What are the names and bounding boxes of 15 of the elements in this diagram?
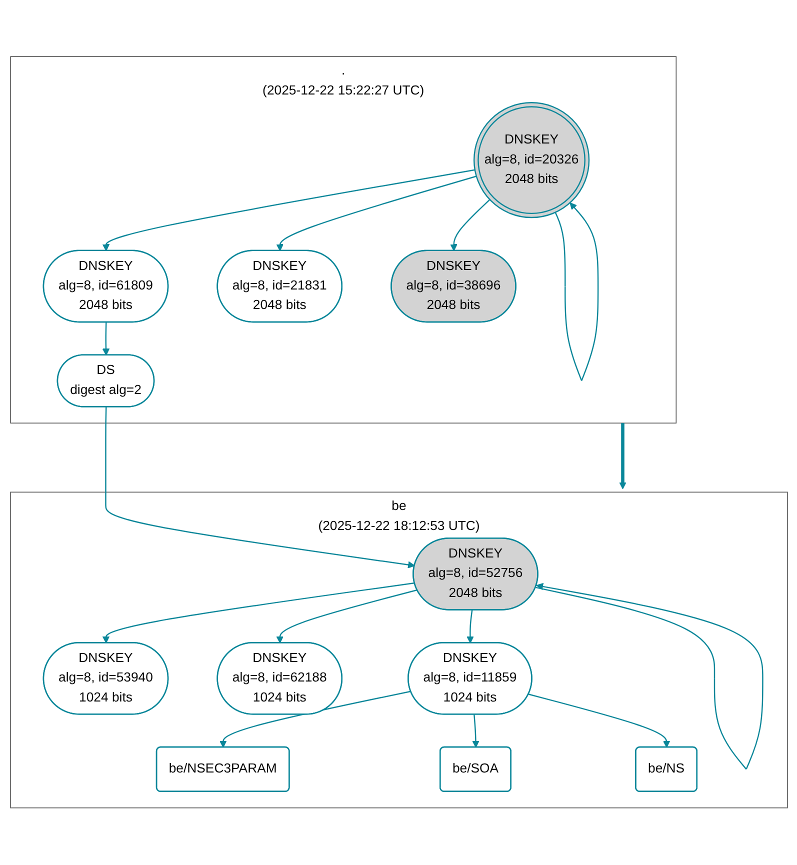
arrow bbox=[104, 407, 414, 569]
arrow bbox=[276, 176, 476, 252]
arrow bbox=[450, 199, 490, 252]
arrow bbox=[276, 590, 417, 644]
arrow bbox=[466, 610, 474, 644]
arrow bbox=[102, 582, 414, 644]
arrow bbox=[472, 714, 479, 748]
arrow bbox=[535, 583, 763, 770]
arrow bbox=[554, 202, 598, 382]
arrow bbox=[102, 170, 475, 252]
arrow bbox=[218, 691, 410, 748]
arrow bbox=[528, 694, 670, 748]
arrow bbox=[102, 322, 110, 356]
arrow bbox=[618, 423, 626, 490]
node-circle: DNSKEY alg=8, id=20326 2048 bits bbox=[472, 102, 590, 218]
